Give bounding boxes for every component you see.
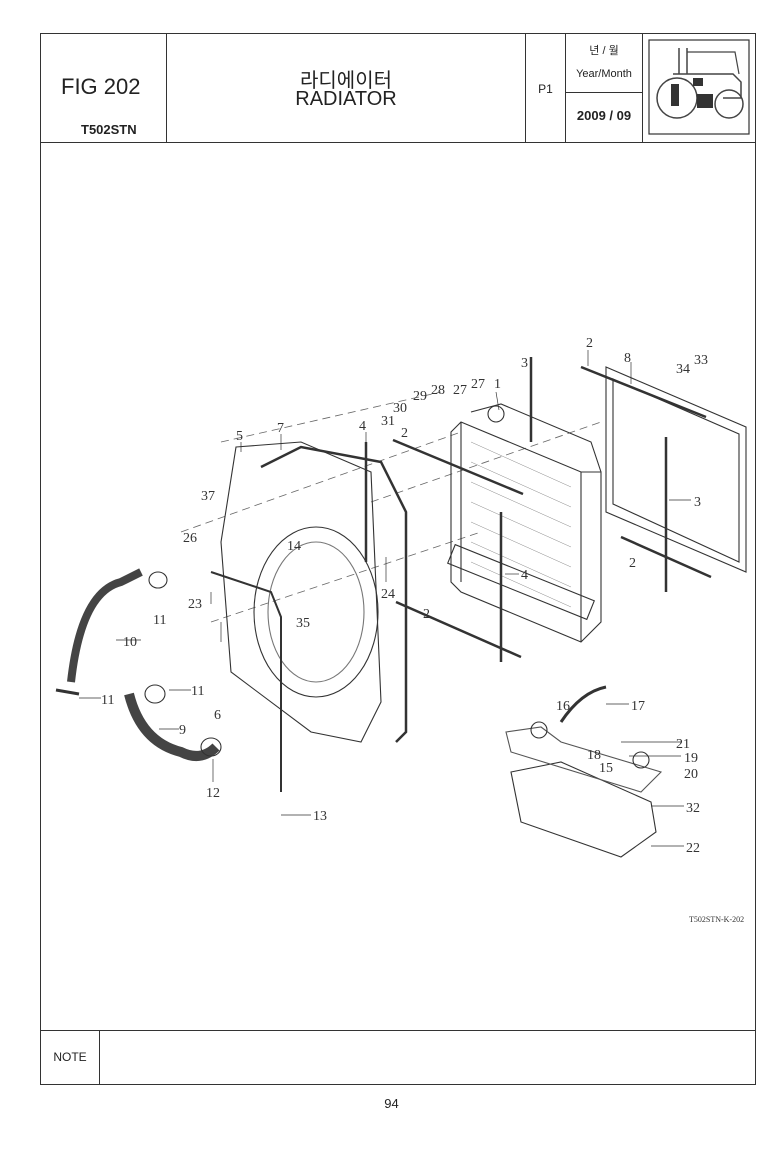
callout: 14 <box>287 539 301 554</box>
callout: 11 <box>153 613 166 628</box>
callout: 3 <box>521 356 528 371</box>
fig-cell: FIG 202 T502STN <box>41 34 167 142</box>
callout: 11 <box>101 693 114 708</box>
callout: 2 <box>629 556 636 571</box>
note-row: NOTE <box>41 1030 755 1084</box>
fig-label: FIG 202 <box>61 74 141 99</box>
page-number: 94 <box>384 1096 399 1111</box>
hose-clamps <box>55 571 222 757</box>
exploded-drawing: 1 2 2 2 2 3 3 4 4 5 6 7 8 9 10 11 11 11 … <box>41 142 754 1030</box>
callout: 5 <box>236 429 243 444</box>
callout: 27 <box>471 377 485 392</box>
lower-hose <box>124 692 220 761</box>
callout: 24 <box>381 587 395 602</box>
callout: 37 <box>201 489 215 504</box>
callout: 31 <box>381 414 395 429</box>
callout: 7 <box>277 421 284 436</box>
title-english: RADIATOR <box>295 88 397 110</box>
page-frame: FIG 202 T502STN 라디에이터 RADIATOR P1 년 / 월 … <box>40 33 756 1085</box>
callout: 26 <box>183 531 197 546</box>
callout: 11 <box>191 684 204 699</box>
date-label-korean: 년 / 월 <box>589 45 619 57</box>
part-callouts: 1 2 2 2 2 3 3 4 4 5 6 7 8 9 10 11 11 11 … <box>101 336 708 856</box>
model-label: T502STN <box>81 122 137 137</box>
callout: 23 <box>188 597 202 612</box>
seal-strips <box>364 357 712 662</box>
leader-lines <box>79 350 691 847</box>
tractor-logo-cell <box>643 34 757 142</box>
callout: 27 <box>453 383 467 398</box>
callout: 30 <box>393 401 407 416</box>
callout: 4 <box>521 568 528 583</box>
callout: 2 <box>401 426 408 441</box>
callout: 15 <box>599 761 613 776</box>
date-label-english: Year/Month <box>576 68 632 80</box>
sub-hose <box>559 685 607 723</box>
callout: 28 <box>431 383 445 398</box>
callout: 35 <box>296 616 310 631</box>
callout: 18 <box>587 748 601 763</box>
callout: 17 <box>631 699 645 714</box>
callout: 3 <box>694 495 701 510</box>
callout: 20 <box>684 767 698 782</box>
title-korean: 라디에이터 <box>300 70 392 92</box>
condenser-frame <box>605 366 747 573</box>
reserve-tank <box>505 721 663 858</box>
callout: 12 <box>206 786 220 801</box>
callout: 19 <box>684 751 698 766</box>
shroud-seal <box>260 445 408 743</box>
title-cell: 라디에이터 RADIATOR <box>167 34 526 142</box>
radiator-assembly-diagram: 1 2 2 2 2 3 3 4 4 5 6 7 8 9 10 11 11 11 … <box>55 336 747 924</box>
callout: 6 <box>214 708 221 723</box>
callout: 16 <box>556 699 570 714</box>
callout: 10 <box>123 635 137 650</box>
page-code: P1 <box>538 82 553 96</box>
callout: 9 <box>179 723 186 738</box>
callout: 8 <box>624 351 631 366</box>
callout: 4 <box>359 419 366 434</box>
callout: 21 <box>676 737 690 752</box>
callout: 2 <box>423 607 430 622</box>
overflow-pipe <box>210 571 282 792</box>
radiator-core <box>446 403 602 643</box>
callout: 34 <box>676 362 690 377</box>
date-value: 2009 / 09 <box>576 108 632 123</box>
upper-hose <box>67 568 143 683</box>
callout: 29 <box>413 389 427 404</box>
callout: 1 <box>494 377 501 392</box>
callout: 13 <box>313 809 327 824</box>
callout: 22 <box>686 841 700 856</box>
callout: 2 <box>586 336 593 351</box>
date-cell: 년 / 월 Year/Month 2009 / 09 <box>566 34 643 142</box>
note-label: NOTE <box>41 1031 100 1084</box>
callout: 33 <box>694 353 708 368</box>
tractor-icon <box>648 39 750 135</box>
header-block: FIG 202 T502STN 라디에이터 RADIATOR P1 년 / 월 … <box>41 34 755 143</box>
callout: 32 <box>686 801 700 816</box>
drawing-code: T502STN-K-202 <box>689 915 744 924</box>
page-code-cell: P1 <box>526 34 566 142</box>
